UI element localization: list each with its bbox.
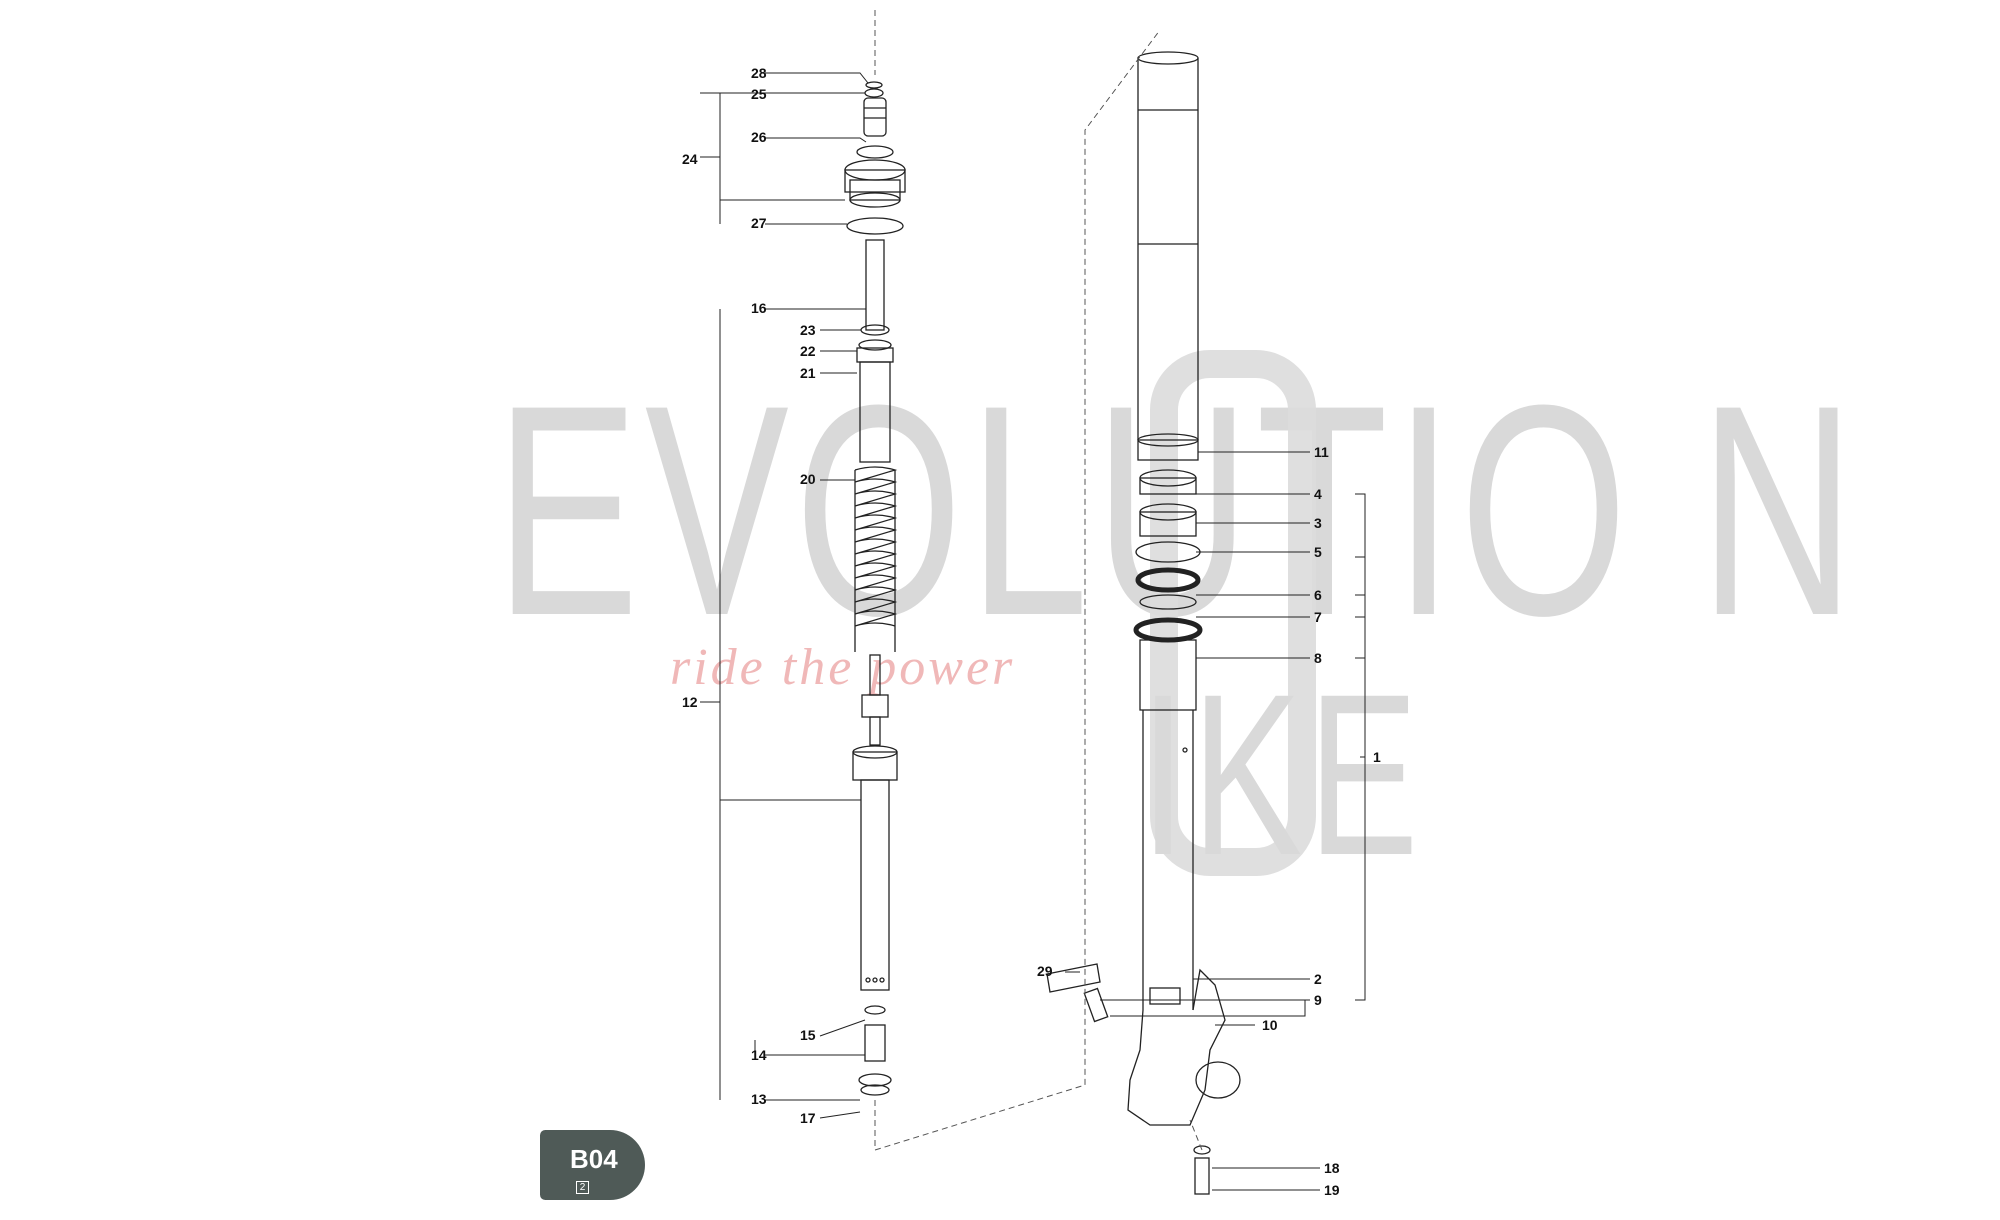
callout-22: 22 — [800, 343, 816, 359]
callout-18: 18 — [1324, 1160, 1340, 1176]
callout-24: 24 — [682, 151, 698, 167]
callout-28: 28 — [751, 65, 767, 81]
callout-14: 14 — [751, 1047, 767, 1063]
callout-3: 3 — [1314, 515, 1322, 531]
page-number: 2 — [576, 1181, 589, 1194]
callout-29: 29 — [1037, 963, 1053, 979]
callout-13: 13 — [751, 1091, 767, 1107]
callout-5: 5 — [1314, 544, 1322, 560]
callout-15: 15 — [800, 1027, 816, 1043]
watermark-bike-text: IKE — [1140, 646, 1425, 903]
callout-26: 26 — [751, 129, 767, 145]
callout-4: 4 — [1314, 486, 1322, 502]
damper-cartridge-drawing — [844, 81, 906, 1096]
callout-17: 17 — [800, 1110, 816, 1126]
callout-21: 21 — [800, 365, 816, 381]
callout-11: 11 — [1314, 444, 1329, 460]
callout-23: 23 — [800, 322, 816, 338]
callout-9: 9 — [1314, 992, 1322, 1008]
callout-10: 10 — [1262, 1017, 1278, 1033]
callout-2: 2 — [1314, 971, 1322, 987]
fork-tube-drawing — [1046, 51, 1241, 1195]
callout-25: 25 — [751, 86, 767, 102]
callout-27: 27 — [751, 215, 767, 231]
section-badge: B04 2 — [540, 1130, 645, 1200]
watermark-tagline: ride the power — [670, 639, 1016, 696]
callout-6: 6 — [1314, 587, 1322, 603]
callout-20: 20 — [800, 471, 816, 487]
callout-7: 7 — [1314, 609, 1322, 625]
callout-16: 16 — [751, 300, 767, 316]
section-code: B04 — [570, 1144, 618, 1174]
callout-19: 19 — [1324, 1182, 1340, 1198]
callout-1: 1 — [1373, 749, 1381, 765]
callout-12: 12 — [682, 694, 698, 710]
callout-8: 8 — [1314, 650, 1322, 666]
